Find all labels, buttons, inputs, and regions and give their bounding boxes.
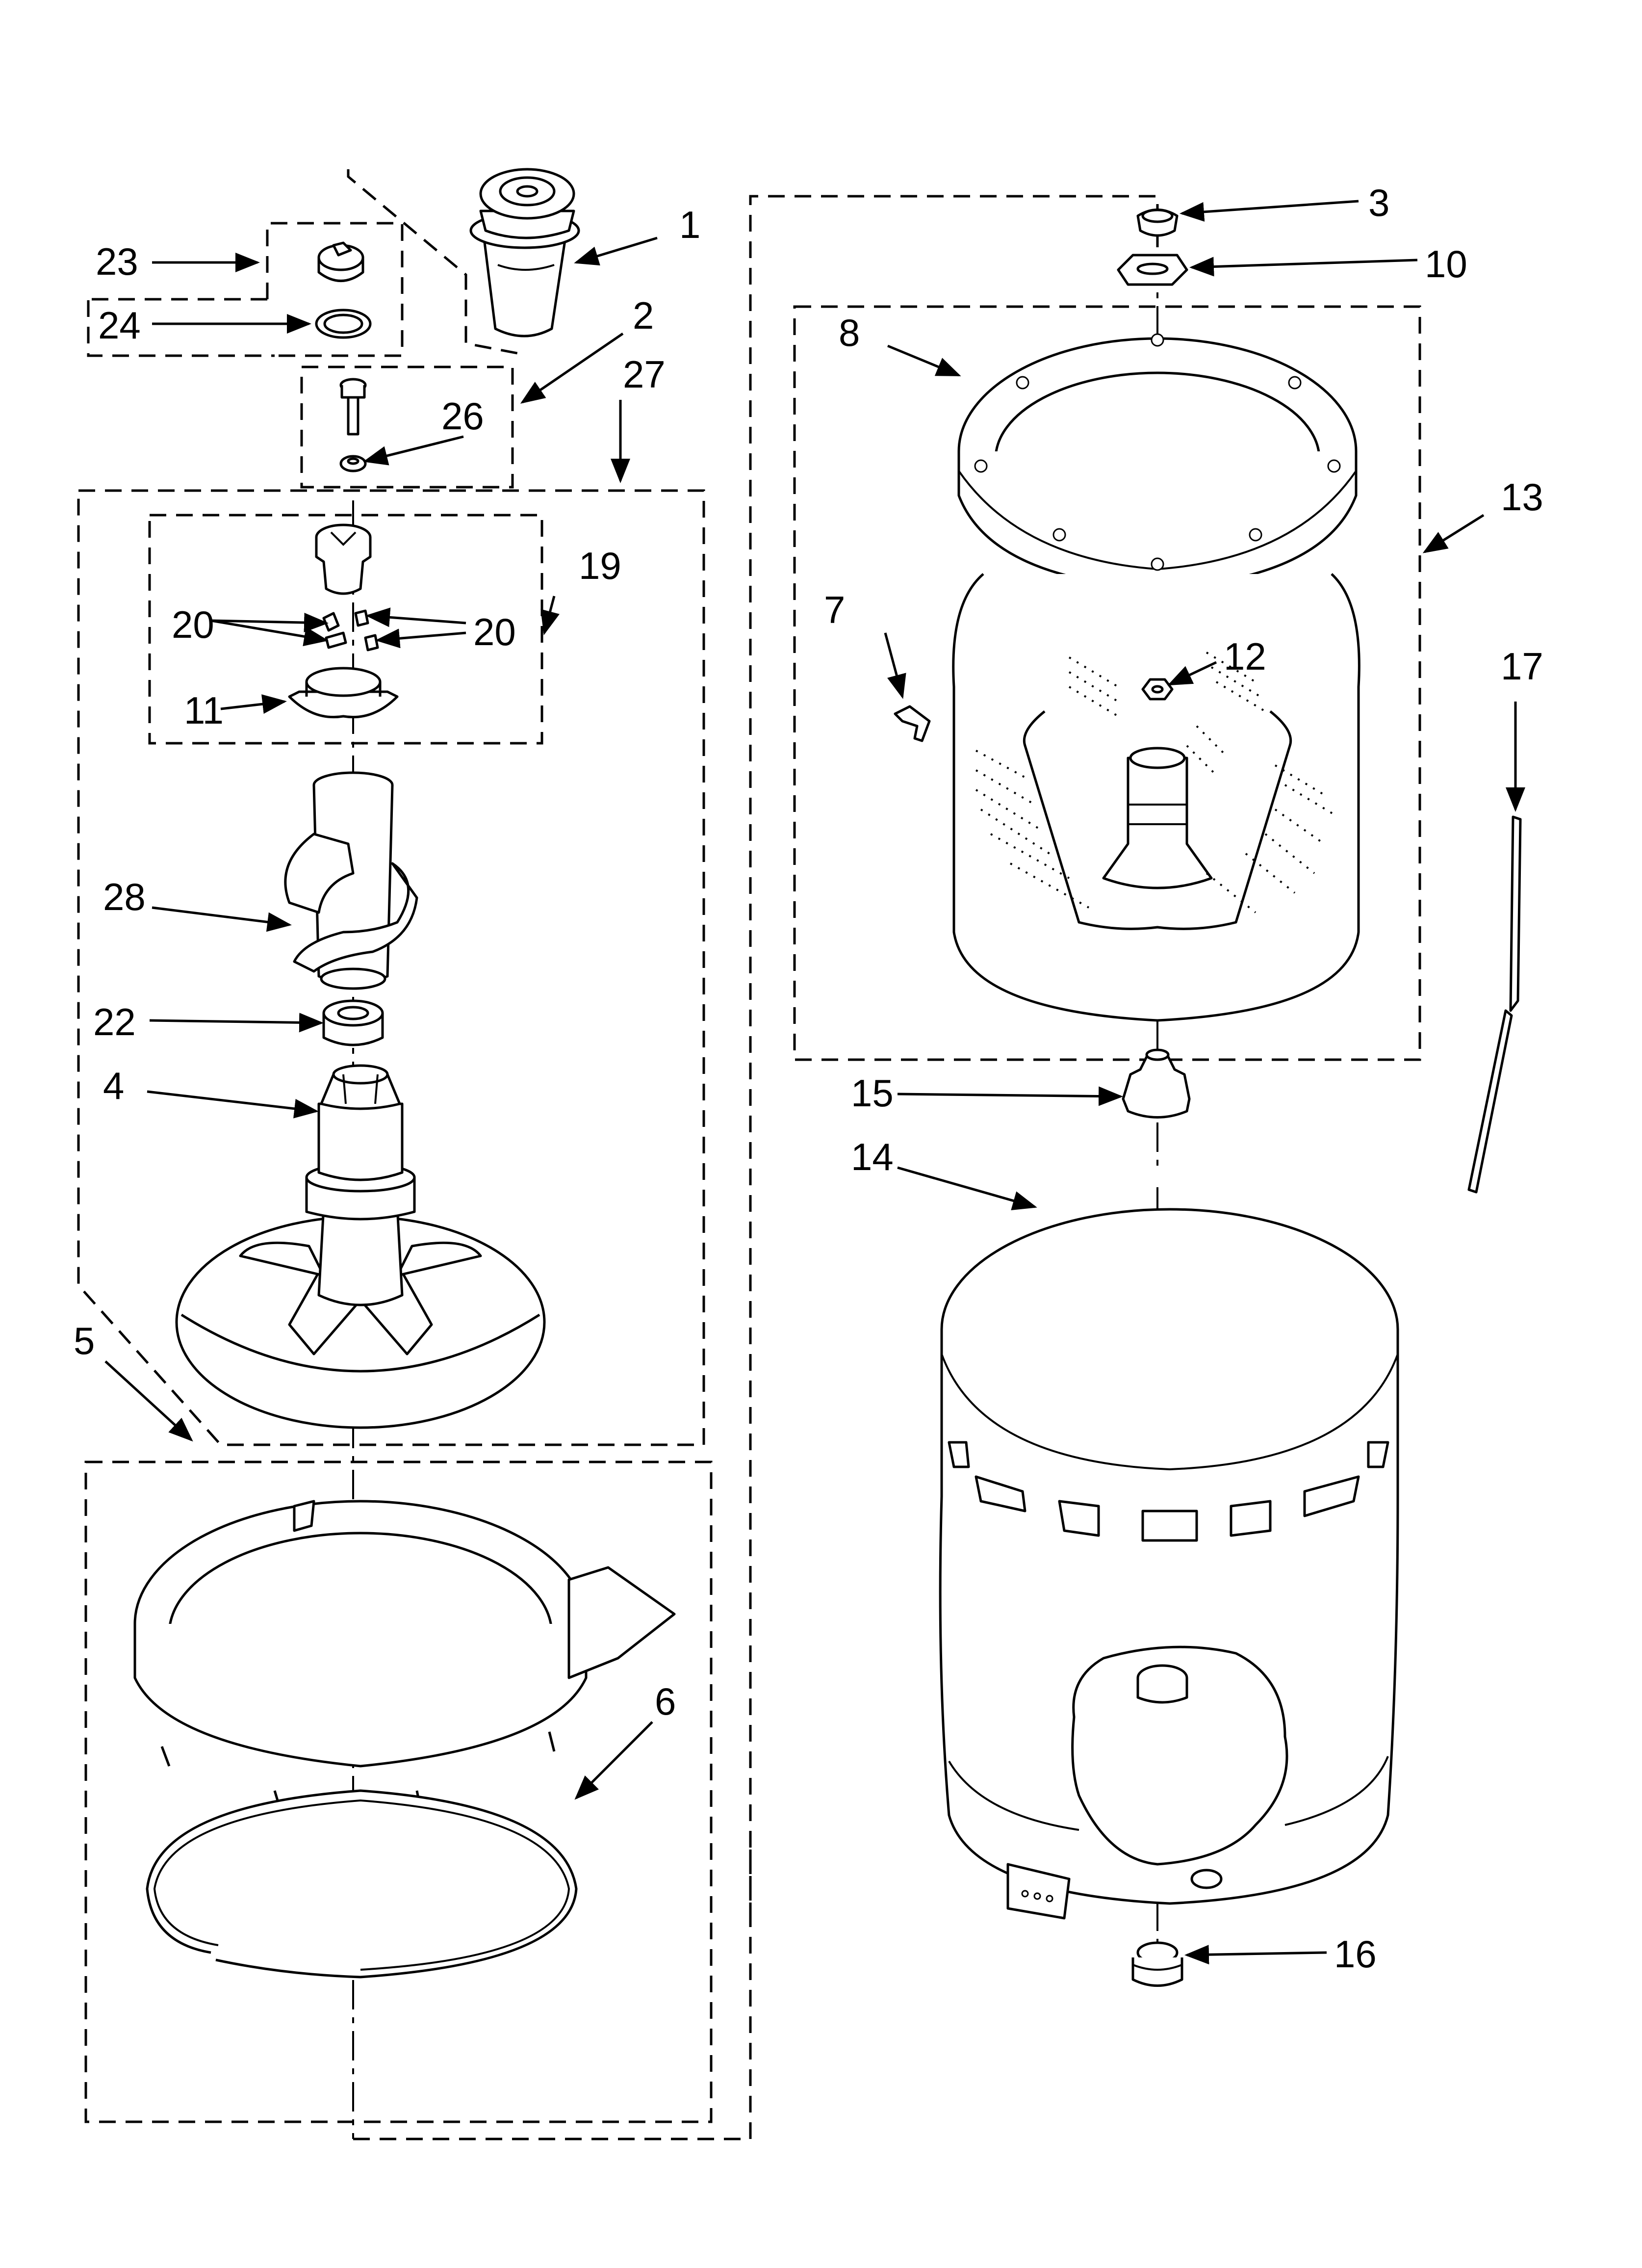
part-28-auger	[284, 771, 418, 990]
group-5	[84, 1460, 713, 2123]
callout-15: 15	[851, 1071, 894, 1115]
part-22-spline	[322, 999, 384, 1046]
cap-link-line	[347, 169, 518, 355]
callout-10: 10	[1425, 242, 1467, 286]
part-24-seal	[315, 309, 372, 339]
part-7-clip	[894, 705, 931, 742]
callout-23: 23	[96, 240, 138, 283]
group-23	[88, 222, 404, 357]
callout-12: 12	[1224, 635, 1266, 678]
callout-6: 6	[655, 1680, 676, 1723]
leader-arrows	[104, 200, 1525, 1965]
callout-3: 3	[1368, 181, 1389, 224]
part-15-bearing	[1122, 1048, 1191, 1119]
part-23-cap	[317, 241, 364, 282]
basket	[952, 573, 1360, 1022]
part-19-cam	[315, 523, 372, 595]
callout-1: 1	[679, 203, 700, 246]
part-1-dispenser-cup	[469, 168, 580, 338]
part-5-tub-ring	[133, 1500, 676, 1816]
callout-22: 22	[93, 1000, 136, 1043]
callout-5: 5	[74, 1319, 95, 1362]
part-4-agitator-base	[175, 1064, 546, 1429]
tub-slots	[948, 1441, 1389, 1542]
part-10-nut-plate	[1117, 254, 1188, 286]
part-26-washer	[339, 455, 367, 472]
callout-20b: 20	[473, 610, 516, 653]
part-3-clip	[1136, 209, 1179, 237]
part-17-hose	[1467, 815, 1522, 1194]
group-2	[300, 365, 514, 489]
callout-28: 28	[103, 875, 146, 918]
callout-7: 7	[824, 588, 845, 631]
callouts: 1 2 3 10 27 26 23 24 19 20 20 11 28 22 4…	[74, 181, 1543, 1976]
part-6-clamp-ring	[146, 1789, 578, 1979]
callout-8: 8	[839, 311, 860, 354]
part-20-dogs	[322, 609, 379, 652]
callout-17: 17	[1501, 645, 1543, 688]
callout-20a: 20	[172, 603, 214, 646]
callout-26: 26	[441, 394, 484, 438]
callout-16: 16	[1334, 1932, 1377, 1976]
part-11-cover	[288, 667, 399, 719]
part-2-bolt	[339, 378, 367, 436]
callout-19: 19	[579, 544, 621, 587]
callout-27: 27	[623, 353, 666, 396]
part-16-plug	[1131, 1941, 1183, 1987]
part-14-outer-tub	[939, 1208, 1399, 1920]
group-24	[87, 300, 275, 357]
basket-perforations	[975, 652, 1335, 913]
part-12-nut	[1141, 678, 1174, 701]
callout-14: 14	[851, 1135, 894, 1178]
callout-24: 24	[98, 304, 141, 347]
callout-11: 11	[184, 689, 224, 732]
callout-4: 4	[103, 1064, 124, 1107]
callout-13: 13	[1501, 475, 1543, 519]
callout-2: 2	[633, 294, 654, 337]
part-8-balance-ring	[957, 333, 1358, 590]
